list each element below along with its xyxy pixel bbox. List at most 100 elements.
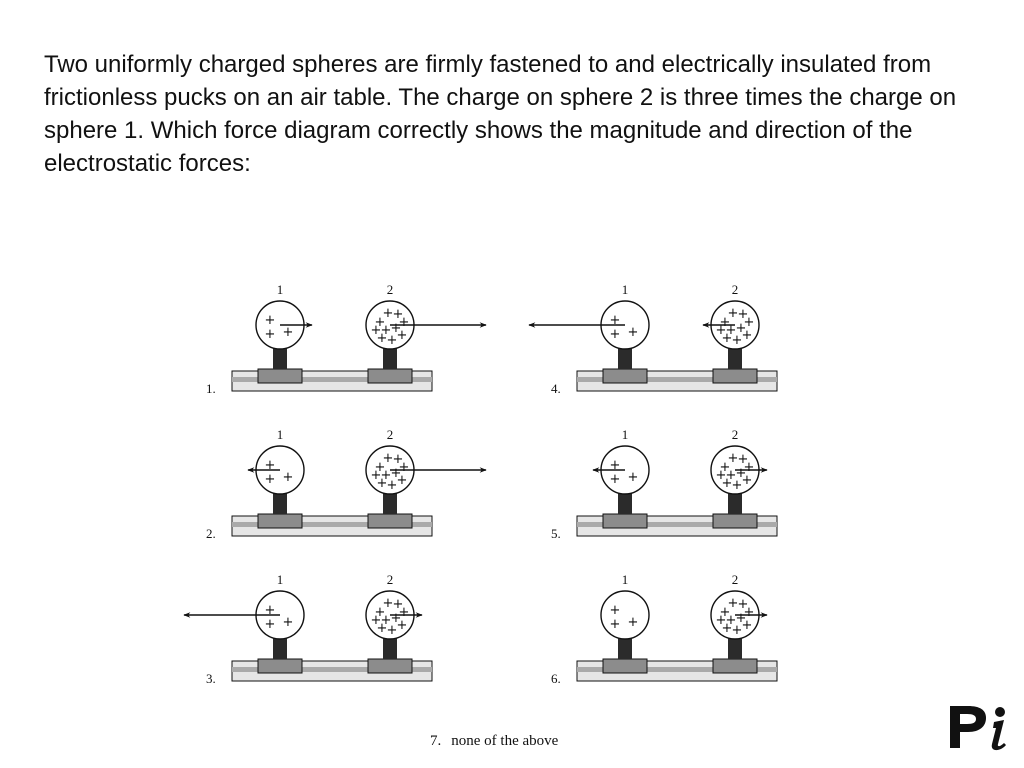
plus-sign: + (716, 468, 727, 483)
sphere-label: 1 (277, 427, 284, 442)
table-stripe (577, 667, 777, 672)
puck (257, 368, 303, 384)
table-stripe (232, 522, 432, 527)
plus-sign: + (722, 476, 733, 491)
plus-sign: + (728, 306, 739, 321)
option-1[interactable]: 1.1+++2++++++++++ (206, 282, 487, 396)
option-6[interactable]: 6.1+++2++++++++++ (551, 572, 778, 686)
plus-sign: + (377, 331, 388, 346)
plus-sign: + (720, 605, 731, 620)
plus-sign: + (387, 333, 398, 348)
plus-sign: + (375, 460, 386, 475)
plus-sign: + (722, 621, 733, 636)
plus-sign: + (732, 478, 743, 493)
plus-sign: + (610, 327, 621, 342)
plus-sign: + (391, 611, 402, 626)
plus-sign: + (371, 323, 382, 338)
sphere-label: 1 (622, 282, 629, 297)
plus-sign: + (744, 315, 755, 330)
plus-sign: + (610, 603, 621, 618)
plus-sign: + (381, 613, 392, 628)
plus-sign: + (610, 313, 621, 328)
option-number: 1. (206, 381, 216, 396)
plus-sign: + (383, 451, 394, 466)
plus-sign: + (399, 460, 410, 475)
option-7-text: none of the above (451, 733, 559, 749)
puck (712, 368, 758, 384)
plus-sign: + (610, 617, 621, 632)
sphere-label: 2 (387, 282, 394, 297)
plus-sign: + (738, 452, 749, 467)
plus-sign: + (265, 617, 276, 632)
plus-sign: + (265, 327, 276, 342)
question-text: Two uniformly charged spheres are firmly… (44, 51, 957, 177)
plus-sign: + (726, 323, 737, 338)
plus-sign: + (610, 472, 621, 487)
option-4[interactable]: 4.1+++2++++++++++ (528, 282, 778, 396)
plus-sign: + (736, 321, 747, 336)
pi-logo-icon (950, 706, 1006, 751)
plus-sign: + (397, 618, 408, 633)
plus-sign: + (393, 452, 404, 467)
post (273, 493, 287, 514)
sphere-label: 1 (277, 572, 284, 587)
plus-sign: + (716, 613, 727, 628)
plus-sign: + (393, 307, 404, 322)
puck (712, 513, 758, 529)
option-5[interactable]: 5.1+++2++++++++++ (551, 427, 778, 541)
plus-sign: + (377, 476, 388, 491)
plus-sign: + (375, 605, 386, 620)
plus-sign: + (728, 451, 739, 466)
plus-sign: + (393, 597, 404, 612)
option-2[interactable]: 2.1+++2++++++++++ (206, 427, 487, 541)
plus-sign: + (736, 611, 747, 626)
sphere-label: 1 (277, 282, 284, 297)
post (383, 493, 397, 514)
option-number: 5. (551, 526, 561, 541)
post (273, 638, 287, 659)
plus-sign: + (391, 321, 402, 336)
puck (712, 658, 758, 674)
plus-sign: + (387, 478, 398, 493)
post (618, 638, 632, 659)
option-7[interactable]: 7. none of the above (430, 733, 558, 750)
sphere-label: 2 (387, 427, 394, 442)
plus-sign: + (383, 596, 394, 611)
option-number: 4. (551, 381, 561, 396)
puck (602, 368, 648, 384)
plus-sign: + (265, 472, 276, 487)
plus-sign: + (371, 613, 382, 628)
option-7-number: 7. (430, 733, 442, 749)
plus-sign: + (716, 323, 727, 338)
plus-sign: + (628, 325, 639, 340)
puck (367, 513, 413, 529)
plus-sign: + (265, 313, 276, 328)
plus-sign: + (397, 328, 408, 343)
post (728, 348, 742, 369)
option-number: 3. (206, 671, 216, 686)
sphere-label: 2 (387, 572, 394, 587)
plus-sign: + (377, 621, 388, 636)
plus-sign: + (726, 468, 737, 483)
post (273, 348, 287, 369)
plus-sign: + (381, 323, 392, 338)
plus-sign: + (738, 597, 749, 612)
table-stripe (577, 377, 777, 382)
plus-sign: + (375, 315, 386, 330)
option-number: 2. (206, 526, 216, 541)
plus-sign: + (265, 458, 276, 473)
table-stripe (577, 522, 777, 527)
plus-sign: + (720, 315, 731, 330)
puck (257, 513, 303, 529)
post (618, 493, 632, 514)
puck (367, 368, 413, 384)
option-3[interactable]: 3.1+++2++++++++++ (183, 572, 433, 686)
plus-sign: + (371, 468, 382, 483)
plus-sign: + (742, 618, 753, 633)
plus-sign: + (383, 306, 394, 321)
option-number: 6. (551, 671, 561, 686)
plus-sign: + (283, 325, 294, 340)
sphere-label: 2 (732, 282, 739, 297)
puck (257, 658, 303, 674)
plus-sign: + (399, 315, 410, 330)
